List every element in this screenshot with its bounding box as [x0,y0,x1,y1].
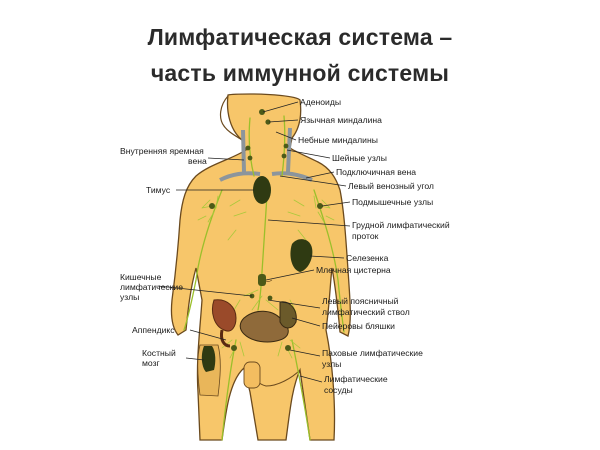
spleen-organ [290,239,313,272]
label-intestinal-nodes-2: лимфатические [120,282,183,292]
lead-lingual [268,119,299,123]
title-line-1: Лимфатическая система – [147,24,453,50]
label-palatine-tonsils: Небные миндалины [298,135,378,145]
labels-right: Аденоиды Язычная миндалина Небные миндал… [298,97,450,395]
node-lingual [265,119,271,125]
label-lingual-tonsil: Язычная миндалина [300,115,382,125]
lead-peyers [291,317,321,327]
subclavian-vein-right [271,171,313,182]
cisterna-chyli-organ [258,274,266,286]
leader-lines [157,101,351,383]
label-axillary-nodes: Подмышечные узлы [352,197,433,207]
label-cervical-nodes: Шейные узлы [332,153,387,163]
axillary-branches-left [197,195,219,223]
label-intestinal-nodes-3: узлы [120,292,139,302]
node-inguinal-r [285,345,291,351]
node-cervical-l2 [247,155,253,161]
label-jugular-vein-1: Внутренняя яремная [120,146,204,156]
jugular-vein-right [286,127,292,173]
node-intestinal-2 [267,295,273,301]
veins [219,127,313,182]
lead-cisterna [265,269,315,281]
label-lumbar-trunk-1: Левый поясничный [322,296,399,306]
abdomen-branches [233,289,297,313]
lead-thoracic-duct [267,219,351,227]
chest-branches [227,199,307,241]
label-bone-marrow-1: Костный [142,348,176,358]
lead-appendix [189,329,227,341]
label-thymus: Тимус [146,185,171,195]
lead-intestinal [157,285,253,297]
node-cervical-l1 [245,145,251,151]
subclavian-vein-left [219,171,261,182]
organs [201,176,313,372]
lead-lumbar [267,299,321,309]
lead-spleen [309,255,345,259]
label-bone-marrow-2: мозг [142,358,160,368]
label-thoracic-duct-2: проток [352,231,379,241]
label-lymph-vessels-2: сосуды [324,385,353,395]
label-spleen: Селезенка [346,253,389,263]
lymph-nodes [209,109,323,351]
bone-marrow-organ [201,346,216,372]
node-cervical-r2 [281,153,287,159]
node-axillary-r [317,203,323,209]
label-left-venous-angle: Левый венозный угол [348,181,434,191]
label-inguinal-nodes-1: Паховые лимфатические [322,348,423,358]
lead-subclavian [305,171,335,179]
label-subclavian-vein: Подключичная вена [336,167,416,177]
label-intestinal-nodes-1: Кишечные [120,272,162,282]
label-appendix: Аппендикс [132,325,175,335]
leg-vessel-right [291,339,311,441]
label-inguinal-nodes-2: узлы [322,359,341,369]
face [219,95,243,141]
node-cervical-r1 [283,143,289,149]
lead-jugular [207,157,245,161]
label-cisterna-chyli: Млечная цистерна [316,265,391,275]
lead-vessels [299,375,323,383]
label-thoracic-duct-1: Грудной лимфатический [352,220,450,230]
label-lumbar-trunk-2: лимфатический ствол [322,307,410,317]
jugular-vein-left [241,129,246,173]
arm-vessel-right [313,189,345,333]
intestine-coils [239,310,289,343]
label-adenoids: Аденоиды [300,97,341,107]
labels-left: Внутренняя яремная вена Тимус Кишечные л… [120,146,207,368]
axillary-branches-right [313,195,335,223]
node-axillary-l [209,203,215,209]
label-jugular-vein-2: вена [188,156,207,166]
node-adenoid [259,109,265,115]
genital [243,361,261,389]
lead-axillary [321,201,351,207]
thymus-organ [253,176,271,204]
intestine-left [211,299,237,332]
lead-inguinal [289,349,321,357]
lead-bone-marrow [185,357,205,361]
lead-adenoids [262,101,299,113]
neck-vessel-right [281,115,286,177]
appendix-organ [220,329,231,348]
node-inguinal-l [231,345,237,351]
lead-palatine [275,131,297,141]
lead-venous-angle [279,175,347,187]
label-lymph-vessels-1: Лимфатические [324,374,388,384]
title-line-2: часть иммунной системы [150,60,450,86]
label-peyers-patches: Пейеровы бляшки [322,321,395,331]
lead-cervical [286,149,331,159]
